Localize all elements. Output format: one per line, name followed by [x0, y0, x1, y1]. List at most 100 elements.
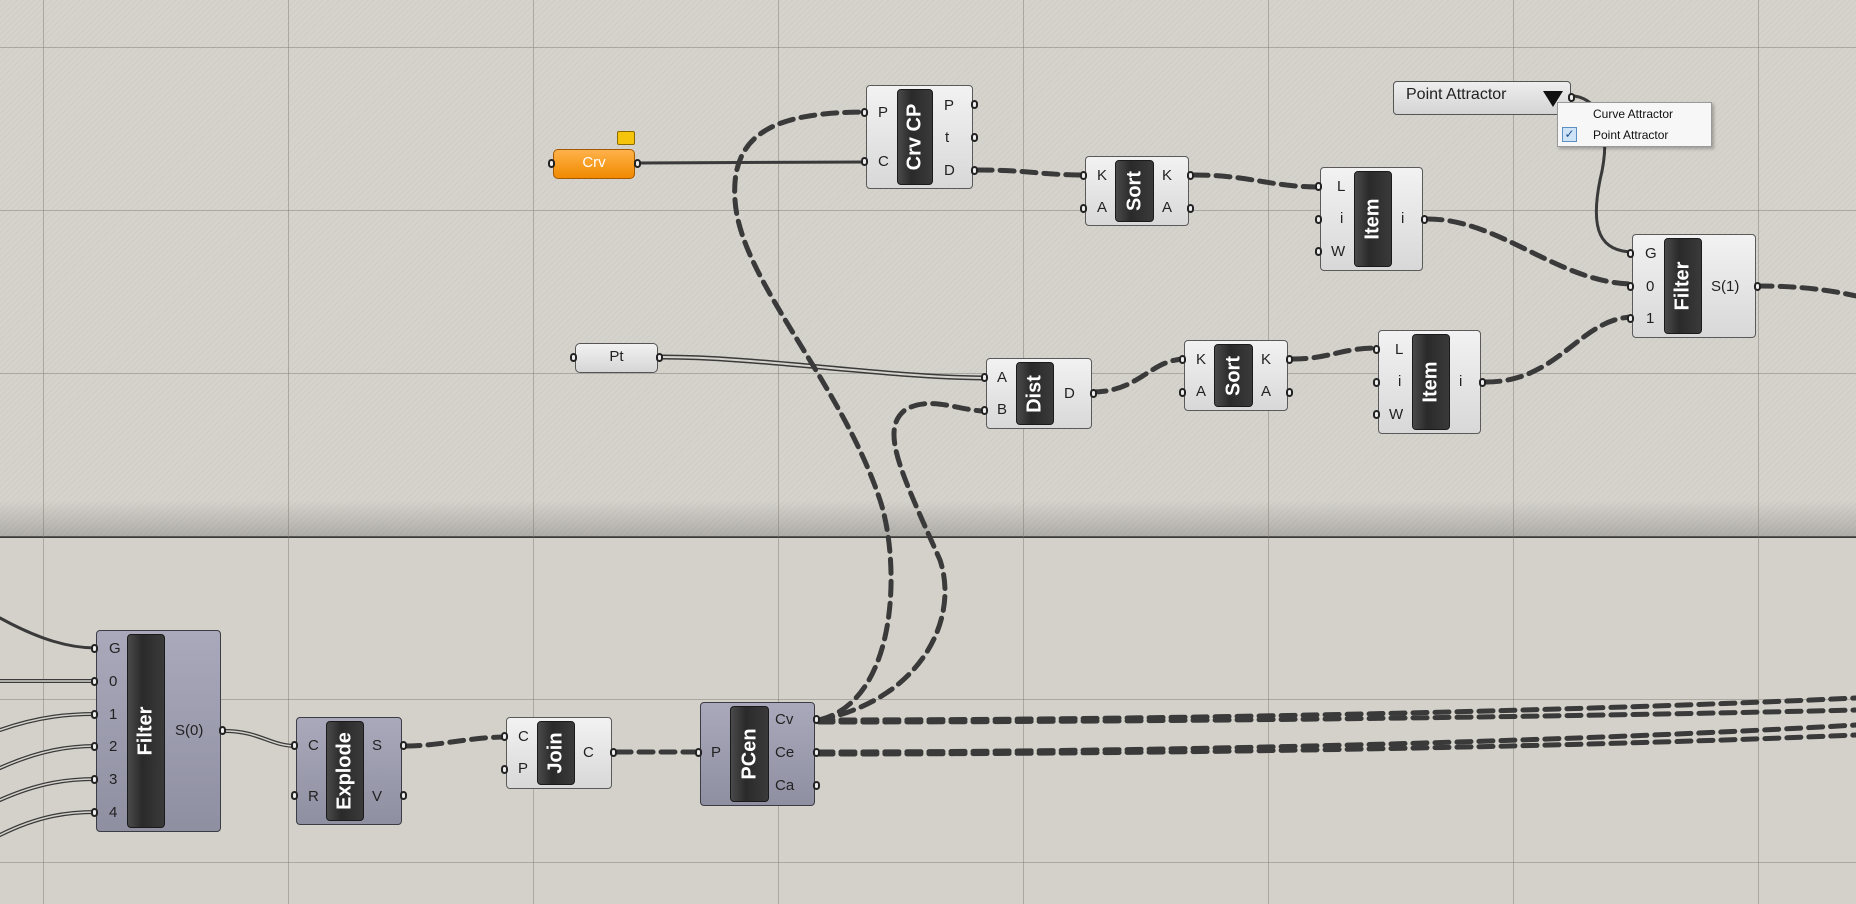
component-sort-1[interactable]: Sort K A K A [1085, 156, 1189, 226]
input-label: i [1398, 373, 1402, 390]
output-label: S(1) [1711, 278, 1740, 295]
input-label: C [518, 728, 529, 745]
component-name-bar[interactable]: Explode [326, 721, 364, 821]
input-grip[interactable] [91, 710, 98, 719]
output-grip[interactable] [813, 715, 820, 724]
menu-item-label: Point Attractor [1593, 128, 1669, 142]
output-grip[interactable] [1421, 215, 1428, 224]
value-list-output-grip[interactable] [1568, 93, 1575, 102]
component-name-bar[interactable]: Item [1354, 171, 1392, 267]
component-name: Item [1361, 198, 1384, 240]
component-name-bar[interactable]: Dist [1016, 362, 1054, 425]
component-name: Filter [134, 706, 157, 756]
wire-pcen-cv-loop-a [732, 109, 894, 723]
input-grip[interactable] [1315, 182, 1322, 191]
output-grip[interactable] [400, 791, 407, 800]
component-name-bar[interactable]: Filter [127, 634, 165, 828]
crv-param[interactable]: Crv [553, 149, 635, 179]
component-name-bar[interactable]: Join [537, 721, 575, 785]
input-grip[interactable] [1373, 410, 1380, 419]
component-item-1[interactable]: Item L i W i [1320, 167, 1423, 271]
input-grip[interactable] [861, 157, 868, 166]
output-grip[interactable] [1479, 378, 1486, 387]
pt-output-grip[interactable] [656, 353, 663, 362]
component-join[interactable]: Join C P C [506, 717, 612, 789]
input-grip[interactable] [91, 644, 98, 653]
component-item-2[interactable]: Item L i W i [1378, 330, 1481, 434]
component-explode[interactable]: Explode C R S V [296, 717, 402, 825]
input-label: 0 [1646, 278, 1655, 295]
component-name: Dist [1023, 374, 1046, 413]
component-name-bar[interactable]: Sort [1115, 160, 1154, 222]
input-grip[interactable] [981, 406, 988, 415]
input-grip[interactable] [291, 741, 298, 750]
output-grip[interactable] [1090, 389, 1097, 398]
component-crv-cp[interactable]: Crv CP P C P t D [866, 85, 973, 189]
input-grip[interactable] [291, 791, 298, 800]
output-label: i [1401, 210, 1405, 227]
crv-output-grip[interactable] [634, 159, 641, 168]
output-grip[interactable] [971, 166, 978, 175]
component-name-bar[interactable]: Crv CP [897, 89, 933, 185]
menu-item-curve-attractor[interactable]: Curve Attractor [1558, 104, 1711, 124]
input-grip[interactable] [501, 765, 508, 774]
output-grip[interactable] [400, 741, 407, 750]
triangle-down-icon[interactable] [1542, 90, 1564, 108]
output-grip[interactable] [1286, 355, 1293, 364]
component-pcen[interactable]: PCen P Cv Ce Ca [700, 702, 815, 806]
output-grip[interactable] [219, 726, 226, 735]
wire-left-4-inner [0, 811, 97, 836]
input-grip[interactable] [981, 373, 988, 382]
input-grip[interactable] [1627, 314, 1634, 323]
input-grip[interactable] [91, 775, 98, 784]
output-grip[interactable] [971, 100, 978, 109]
input-grip[interactable] [1080, 171, 1087, 180]
checkmark-icon: ✓ [1562, 127, 1577, 142]
input-grip[interactable] [1179, 388, 1186, 397]
input-grip[interactable] [1179, 355, 1186, 364]
component-name-bar[interactable]: Sort [1214, 344, 1253, 407]
pt-param[interactable]: Pt [575, 343, 658, 373]
output-grip[interactable] [971, 133, 978, 142]
component-sort-2[interactable]: Sort K A K A [1184, 340, 1288, 411]
component-name: Sort [1123, 171, 1145, 211]
output-grip[interactable] [610, 748, 617, 757]
component-filter-0[interactable]: Filter G 0 1 2 3 4 S(0) [96, 630, 221, 832]
input-grip[interactable] [91, 677, 98, 686]
input-grip[interactable] [1373, 345, 1380, 354]
output-grip[interactable] [1187, 204, 1194, 213]
component-filter-1[interactable]: Filter G 0 1 S(1) [1632, 234, 1756, 338]
input-grip[interactable] [1315, 215, 1322, 224]
output-grip[interactable] [813, 781, 820, 790]
component-name-bar[interactable]: Filter [1664, 238, 1702, 334]
input-grip[interactable] [1627, 249, 1634, 258]
output-label: Ca [775, 777, 795, 794]
group-shadow [0, 500, 1856, 537]
component-dist[interactable]: Dist A B D [986, 358, 1092, 429]
output-grip[interactable] [1187, 171, 1194, 180]
input-grip[interactable] [861, 108, 868, 117]
component-name: Item [1419, 361, 1442, 403]
pt-input-grip[interactable] [570, 353, 577, 362]
input-label: B [997, 401, 1008, 418]
input-grip[interactable] [1080, 204, 1087, 213]
input-grip[interactable] [1373, 378, 1380, 387]
input-label: G [1645, 245, 1657, 262]
input-grip[interactable] [91, 808, 98, 817]
value-list-attractor[interactable]: Point Attractor [1393, 81, 1571, 115]
crv-input-grip[interactable] [548, 159, 555, 168]
output-grip[interactable] [1286, 388, 1293, 397]
output-grip[interactable] [813, 748, 820, 757]
menu-item-point-attractor[interactable]: ✓ Point Attractor [1558, 125, 1711, 145]
component-name-bar[interactable]: Item [1412, 334, 1450, 430]
input-grip[interactable] [695, 748, 702, 757]
input-grip[interactable] [91, 742, 98, 751]
input-grip[interactable] [1315, 247, 1322, 256]
component-name: Join [544, 732, 567, 774]
input-grip[interactable] [501, 732, 508, 741]
output-grip[interactable] [1754, 282, 1761, 291]
input-grip[interactable] [1627, 282, 1634, 291]
component-name-bar[interactable]: PCen [730, 706, 769, 802]
